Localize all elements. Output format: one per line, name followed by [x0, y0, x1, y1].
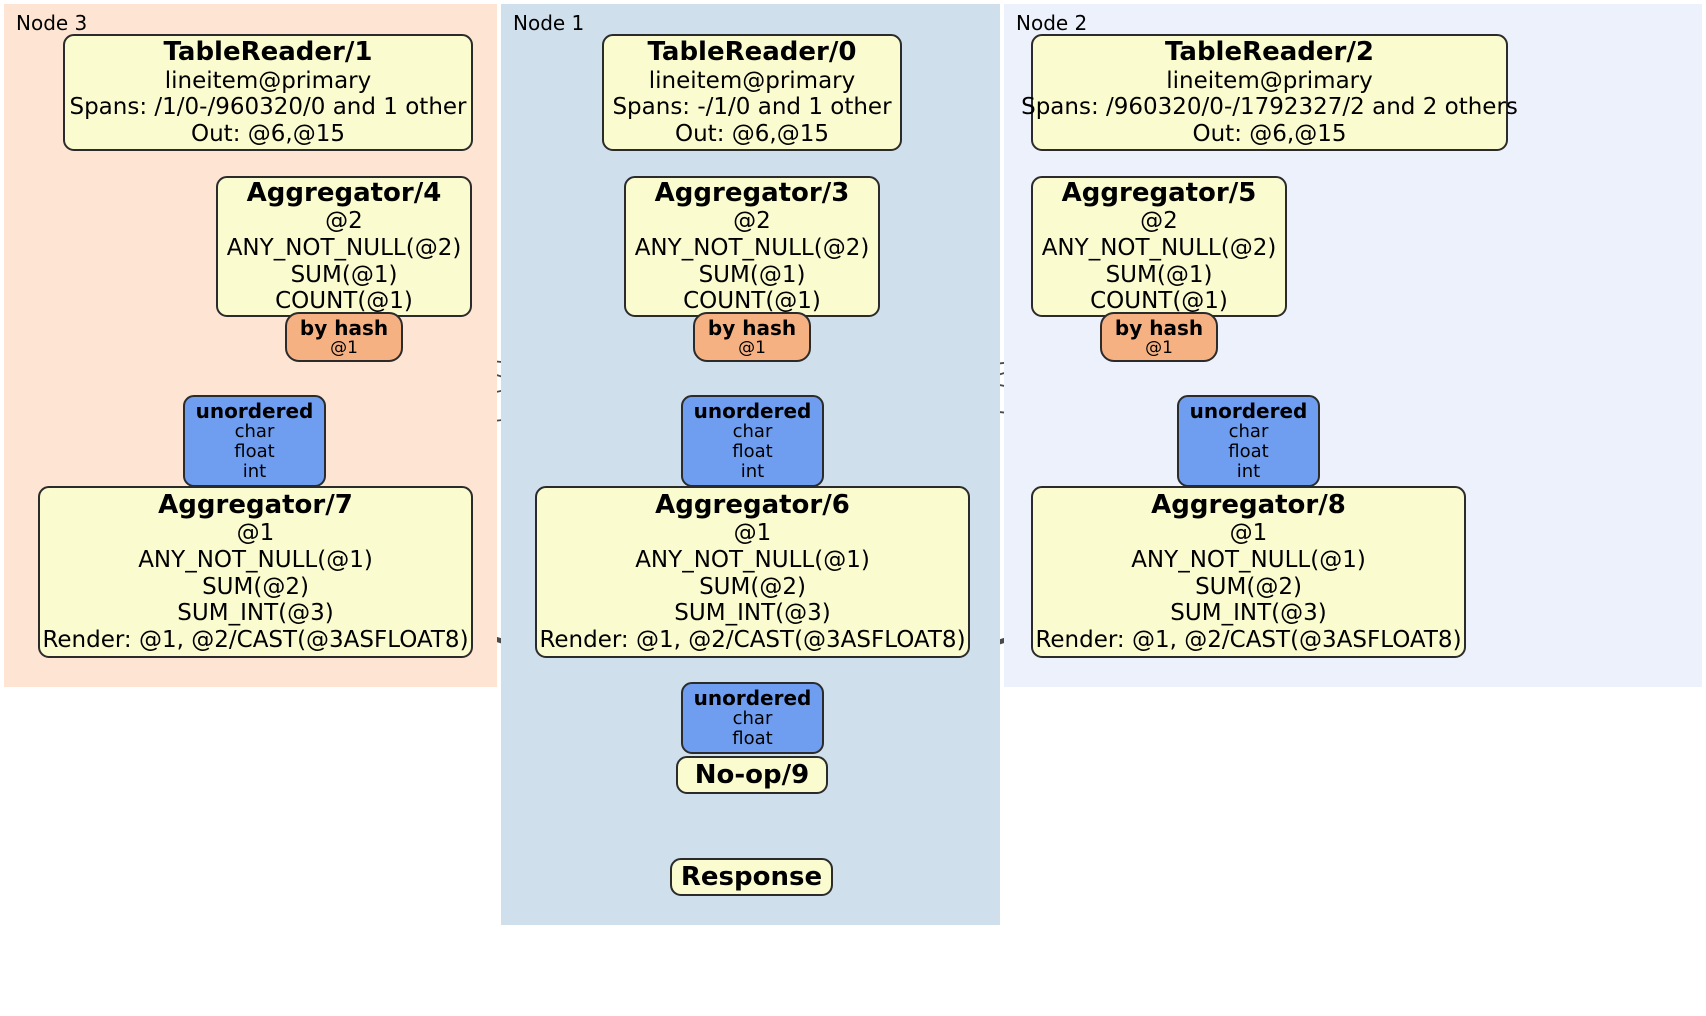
plan-node-title: TableReader/2	[1165, 37, 1374, 68]
plan-node-detail-line: ANY_NOT_NULL(@1)	[635, 547, 870, 574]
plan-node-detail-line: @2	[325, 208, 363, 235]
plan-node-detail-line: SUM(@2)	[202, 573, 309, 600]
plan-node-title: by hash	[1114, 315, 1204, 340]
plan-node-detail-line: char	[234, 420, 275, 442]
plan-node-detail-line: COUNT(@1)	[683, 288, 821, 315]
plan-node-detail-line: SUM_INT(@3)	[1170, 600, 1327, 627]
plan-node-title: unordered	[1189, 398, 1308, 423]
plan-node-detail-line: ANY_NOT_NULL(@2)	[634, 234, 870, 261]
node-panel-label: Node 3	[16, 11, 88, 35]
plan-node-detail-line: lineitem@primary	[164, 67, 372, 94]
plan-node-title: by hash	[299, 315, 389, 340]
plan-node-detail-line: ANY_NOT_NULL(@1)	[1131, 547, 1366, 574]
plan-node-title: TableReader/0	[647, 37, 857, 68]
node-panel-label: Node 2	[1016, 11, 1088, 35]
plan-node-detail-line: int	[1236, 461, 1261, 483]
plan-node-title: TableReader/1	[163, 37, 373, 68]
plan-node-title: unordered	[693, 685, 812, 710]
plan-node-detail-line: float	[1228, 441, 1269, 463]
plan-node-detail-line: @2	[1140, 208, 1178, 235]
plan-node-title: Aggregator/6	[655, 490, 850, 521]
plan-node-detail-line: @1	[330, 337, 358, 358]
plan-node-title: unordered	[195, 398, 314, 423]
plan-node-detail-line: ANY_NOT_NULL(@2)	[1041, 234, 1277, 261]
plan-node-detail-line: int	[740, 461, 765, 483]
plan-node-title: Aggregator/8	[1151, 490, 1346, 521]
plan-node-detail-line: @1	[1145, 337, 1173, 358]
plan-node-title: unordered	[693, 398, 812, 423]
plan-node-byhash4[interactable]: by hash@1	[285, 312, 403, 362]
plan-node-detail-line: lineitem@primary	[1166, 67, 1373, 94]
node-panel-label: Node 1	[513, 11, 585, 35]
plan-node-byhash5[interactable]: by hash@1	[1100, 312, 1218, 362]
plan-node-title: Response	[680, 861, 823, 892]
plan-node-detail-line: SUM(@1)	[1105, 261, 1213, 288]
plan-node-detail-line: SUM_INT(@3)	[674, 600, 831, 627]
plan-node-detail-line: @1	[1229, 520, 1268, 547]
plan-node-detail-line: float	[732, 441, 773, 463]
plan-node-detail-line: SUM(@2)	[1195, 573, 1302, 600]
plan-node-detail-line: ANY_NOT_NULL(@1)	[138, 547, 373, 574]
plan-node-detail-line: char	[732, 708, 773, 730]
plan-node-detail-line: Out: @6,@15	[191, 120, 345, 147]
plan-node-detail-line: SUM(@2)	[699, 573, 806, 600]
plan-node-title: No-op/9	[694, 759, 810, 790]
plan-node-detail-line: Out: @6,@15	[675, 120, 829, 147]
plan-node-noop9[interactable]: No-op/9	[676, 756, 828, 794]
plan-node-detail-line: SUM(@1)	[290, 261, 398, 288]
plan-node-title: Aggregator/5	[1061, 178, 1257, 209]
plan-node-detail-line: int	[242, 461, 267, 483]
plan-node-detail-line: lineitem@primary	[648, 67, 856, 94]
plan-node-detail-line: Render: @1, @2/CAST(@3ASFLOAT8)	[42, 627, 469, 654]
plan-node-detail-line: Spans: /1/0-/960320/0 and 1 other	[69, 94, 467, 121]
plan-node-detail-line: @1	[236, 520, 275, 547]
plan-node-title: Aggregator/7	[158, 490, 353, 521]
plan-node-detail-line: Render: @1, @2/CAST(@3ASFLOAT8)	[539, 627, 966, 654]
plan-node-detail-line: @1	[733, 520, 772, 547]
plan-node-title: Aggregator/4	[246, 178, 442, 209]
plan-node-detail-line: @2	[733, 208, 771, 235]
plan-node-detail-line: SUM(@1)	[698, 261, 806, 288]
plan-node-detail-line: ANY_NOT_NULL(@2)	[226, 234, 462, 261]
plan-node-detail-line: Out: @6,@15	[1192, 120, 1347, 147]
plan-node-detail-line: Render: @1, @2/CAST(@3ASFLOAT8)	[1035, 627, 1462, 654]
plan-node-detail-line: SUM_INT(@3)	[177, 600, 334, 627]
plan-node-detail-line: @1	[738, 337, 766, 358]
plan-node-detail-line: Spans: /960320/0-/1792327/2 and 2 others	[1021, 94, 1518, 121]
plan-node-detail-line: COUNT(@1)	[1090, 288, 1228, 315]
plan-node-detail-line: char	[1228, 420, 1269, 442]
plan-node-detail-line: float	[234, 441, 275, 463]
plan-node-response[interactable]: Response	[670, 858, 833, 896]
plan-node-detail-line: COUNT(@1)	[275, 288, 413, 315]
plan-node-detail-line: float	[732, 728, 773, 750]
plan-node-detail-line: Spans: -/1/0 and 1 other	[612, 94, 892, 121]
plan-node-detail-line: char	[732, 420, 773, 442]
plan-node-byhash3[interactable]: by hash@1	[693, 312, 811, 362]
plan-node-title: Aggregator/3	[654, 178, 850, 209]
plan-node-title: by hash	[707, 315, 797, 340]
